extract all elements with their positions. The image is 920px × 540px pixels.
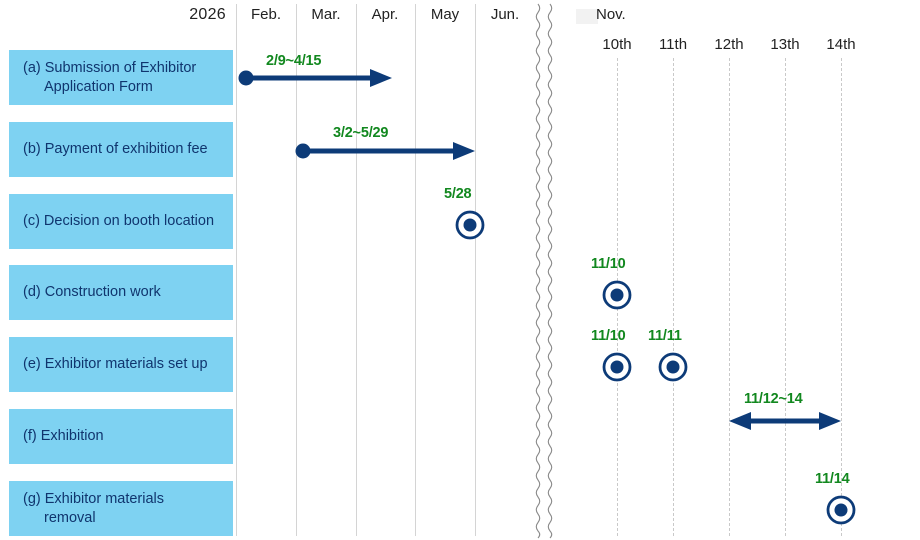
gridline-nov-13 <box>785 58 787 536</box>
day-label-11th: 11th <box>658 36 688 53</box>
month-label-feb: Feb. <box>250 6 281 23</box>
bar-arrow-b <box>295 142 475 160</box>
row-label-b: (b) Payment of exhibition fee <box>9 122 233 177</box>
milestone-marker-e2 <box>658 352 688 382</box>
day-label-10th: 10th <box>602 36 632 53</box>
row-label-d: (d) Construction work <box>9 265 233 320</box>
row-label-b-line1: (b) Payment of exhibition fee <box>23 141 208 158</box>
bar-arrow-f <box>729 412 841 430</box>
milestone-marker-c <box>455 210 485 240</box>
nov-label-backing-box <box>576 9 598 24</box>
gridline-nov-14 <box>841 58 843 536</box>
year-label: 2026 <box>189 6 226 23</box>
month-label-nov: Nov. <box>596 6 626 23</box>
date-label-b: 3/2~5/29 <box>333 125 389 141</box>
month-label-jun: Jun. <box>490 6 520 23</box>
date-label-d: 11/10 <box>591 256 626 272</box>
row-label-a-line1: (a) Submission of Exhibitor <box>23 59 197 76</box>
month-label-may: May <box>430 6 460 23</box>
row-label-f: (f) Exhibition <box>9 409 233 464</box>
date-label-g: 11/14 <box>815 471 850 487</box>
day-label-12th: 12th <box>714 36 744 53</box>
row-label-g-line2: removal <box>44 509 96 526</box>
row-label-c: (c) Decision on booth location <box>9 194 233 249</box>
month-label-apr: Apr. <box>371 6 399 23</box>
date-label-a: 2/9~4/15 <box>266 53 322 69</box>
row-label-c-line1: (c) Decision on booth location <box>23 213 215 230</box>
row-label-a-line2: Application Form <box>44 78 153 95</box>
gridline-nov-12 <box>729 58 731 536</box>
gridline-feb <box>236 4 237 536</box>
date-label-e1: 11/10 <box>591 328 626 344</box>
milestone-marker-e1 <box>602 352 632 382</box>
row-label-e: (e) Exhibitor materials set up <box>9 337 233 392</box>
milestone-marker-g <box>826 495 856 525</box>
axis-break-squiggle <box>535 3 553 539</box>
date-label-c: 5/28 <box>444 186 472 202</box>
day-label-14th: 14th <box>826 36 856 53</box>
day-label-13th: 13th <box>770 36 800 53</box>
row-label-e-line1: (e) Exhibitor materials set up <box>23 356 208 373</box>
date-label-f: 11/12~14 <box>744 391 803 407</box>
row-label-d-line1: (d) Construction work <box>23 284 161 301</box>
month-label-mar: Mar. <box>311 6 341 23</box>
gridline-nov-11 <box>673 58 675 536</box>
row-label-g-line1: (g) Exhibitor materials <box>23 490 165 507</box>
row-label-a: (a) Submission of Exhibitor Application … <box>9 50 233 105</box>
gridline-jun <box>475 4 476 536</box>
gridline-mar <box>296 4 297 536</box>
gridline-may <box>415 4 416 536</box>
date-label-e2: 11/11 <box>648 328 682 344</box>
row-label-f-line1: (f) Exhibition <box>23 428 104 445</box>
milestone-marker-d <box>602 280 632 310</box>
row-label-g: (g) Exhibitor materials removal <box>9 481 233 536</box>
gridline-apr <box>356 4 357 536</box>
bar-arrow-a <box>238 69 392 87</box>
